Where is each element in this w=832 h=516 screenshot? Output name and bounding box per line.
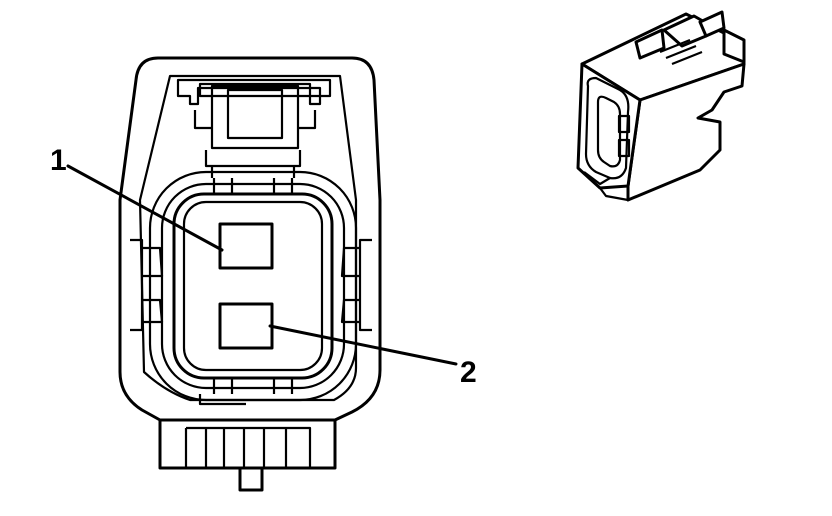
callout-1-leader xyxy=(66,164,224,252)
terminal-cavity-2 xyxy=(218,302,274,350)
callout-1-label: 1 xyxy=(50,144,67,177)
connector-face-view xyxy=(118,56,382,492)
connector-isometric-view xyxy=(576,10,746,202)
callout-leaders xyxy=(66,164,458,366)
callout-2-leader xyxy=(268,324,458,366)
top-latch xyxy=(176,78,332,178)
terminal-cavity-1 xyxy=(218,222,274,270)
callout-2-label: 2 xyxy=(460,356,477,389)
